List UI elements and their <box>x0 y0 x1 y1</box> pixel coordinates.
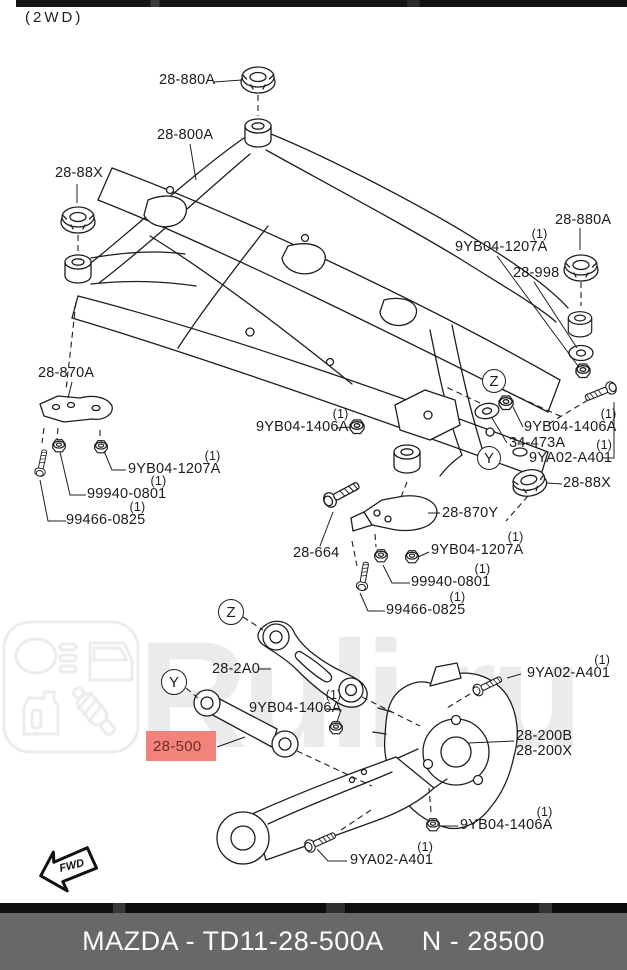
nut-9YB04-1207A-right <box>575 363 591 379</box>
assembly-dashed-lines <box>41 95 589 831</box>
nut-99940-0801-mid <box>374 549 388 563</box>
nut-9YB04-1406A-lower <box>329 721 343 735</box>
nut-9YB04-1406A-bottom <box>426 818 440 832</box>
crossmember-28-800A <box>64 118 593 479</box>
bolt-99466-0825-left <box>33 448 51 478</box>
nut-99940-0801-left <box>52 439 66 453</box>
bracket-28-870A <box>39 395 113 423</box>
view-marker-y-top: Y <box>477 446 501 470</box>
view-marker-y-bottom: Y <box>161 669 187 695</box>
scan-edge-strip <box>16 0 627 7</box>
trailing-arm <box>216 748 448 865</box>
nut-9YB04-1406A-left <box>349 419 365 435</box>
nut-9YB04-1207A-mid <box>405 550 419 564</box>
fwd-arrow-label: FWD <box>58 857 85 875</box>
view-marker-z-bottom: Z <box>218 599 244 625</box>
footer-bar: MAZDA - TD11-28-500A N - 28500 <box>0 903 627 970</box>
footer-catalog-number: N - 28500 <box>421 926 545 956</box>
drive-type-label: (2WD) <box>25 9 84 26</box>
footer-part-number: MAZDA - TD11-28-500A <box>82 926 384 956</box>
grommet-28-88X-left <box>60 206 96 234</box>
bracket-28-870Y <box>350 495 438 532</box>
label-leader-lines <box>39 79 615 862</box>
grommet-28-88X-right <box>509 466 550 500</box>
grommet-28-880A-top <box>240 66 276 94</box>
scan-edge-strip-bottom <box>0 903 627 913</box>
view-marker-z-top: Z <box>482 369 506 393</box>
washer-34-473A <box>473 400 501 422</box>
watermark-logo-icon <box>2 620 140 754</box>
grommet-28-880A-right <box>563 254 599 282</box>
highlighted-part-label[interactable]: 28-500 <box>146 731 216 761</box>
bolt-99466-0825-mid <box>355 560 373 592</box>
lateral-rod-28-500 <box>193 689 299 758</box>
bolt-9YA02-A401-right <box>582 379 619 405</box>
bolt-28-664 <box>320 477 363 511</box>
upper-arm-28-2A0 <box>257 620 368 708</box>
nut-9YB04-1406A-right <box>498 395 514 411</box>
highlighted-part-number: 28-500 <box>153 737 202 755</box>
fwd-arrow: FWD <box>39 846 99 893</box>
nut-9YB04-1207A-left <box>94 440 108 454</box>
